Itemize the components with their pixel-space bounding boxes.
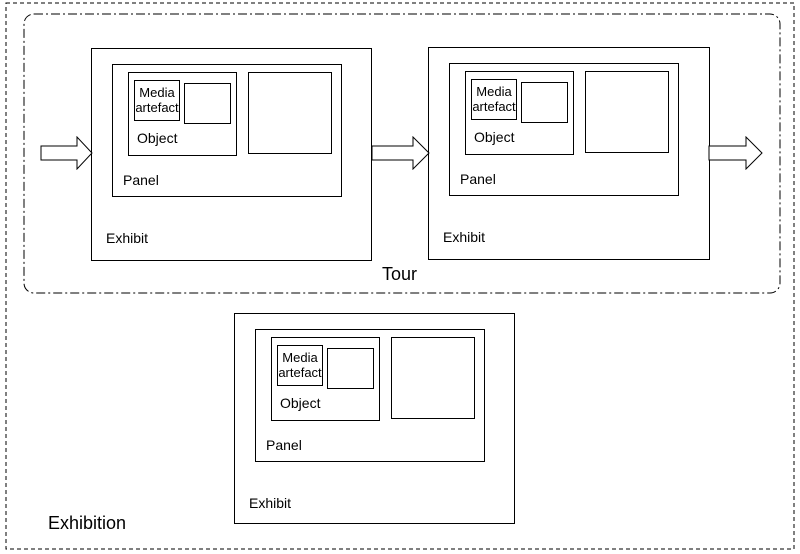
object-label: Object [474, 129, 515, 145]
exhibit-box: Media artefact Object Panel Exhibit [91, 48, 372, 261]
media-artefact-box: Media artefact [277, 345, 323, 386]
media-artefact-label: Media artefact [472, 84, 516, 114]
exhibition-boundary [5, 2, 795, 550]
media-artefact-box: Media artefact [471, 79, 517, 120]
object-box: Media artefact Object [128, 72, 237, 156]
object-label: Object [280, 395, 321, 411]
panel-box: Media artefact Object Panel [255, 329, 485, 462]
object-box: Media artefact Object [465, 71, 574, 155]
media-slot-box [184, 83, 231, 124]
media-slot-box [327, 348, 374, 389]
object-label: Object [137, 130, 178, 146]
exhibit-label: Exhibit [249, 495, 292, 511]
media-artefact-label: Media artefact [135, 85, 179, 115]
exhibit-label: Exhibit [443, 229, 486, 245]
tour-boundary [23, 13, 781, 294]
flow-arrow-icon [40, 136, 93, 170]
panel-label: Panel [460, 171, 496, 187]
exhibition-label: Exhibition [48, 513, 127, 533]
panel-box: Media artefact Object Panel [112, 64, 342, 197]
media-artefact-box: Media artefact [134, 80, 180, 121]
exhibit-label: Exhibit [106, 230, 149, 246]
object-slot-box [585, 71, 669, 153]
exhibit-box: Media artefact Object Panel Exhibit [234, 313, 515, 524]
panel-box: Media artefact Object Panel [449, 63, 679, 196]
flow-arrow-icon [708, 136, 763, 170]
exhibit-box: Media artefact Object Panel Exhibit [428, 47, 710, 260]
media-artefact-label: Media artefact [278, 350, 322, 380]
object-slot-box [248, 72, 332, 154]
tour-label: Tour [380, 264, 420, 284]
panel-label: Panel [266, 437, 302, 453]
media-slot-box [521, 82, 568, 123]
object-box: Media artefact Object [271, 337, 380, 421]
flow-arrow-icon [371, 136, 430, 170]
panel-label: Panel [123, 172, 159, 188]
object-slot-box [391, 337, 475, 419]
